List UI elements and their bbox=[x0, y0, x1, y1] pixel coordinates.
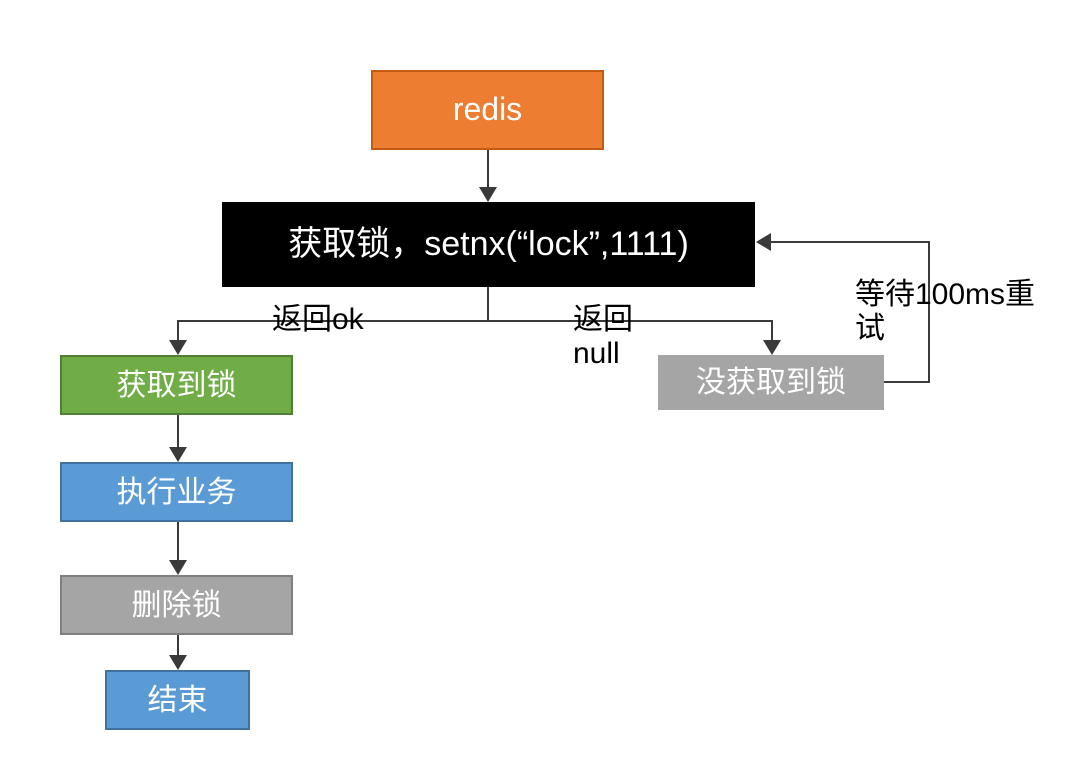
edge-label-retry: 等待100ms重 试 bbox=[855, 278, 1036, 345]
arrowhead-redis-to-acquire bbox=[479, 187, 497, 202]
node-no-lock[interactable]: 没获取到锁 bbox=[658, 355, 884, 410]
arrowhead-delete-to-end bbox=[169, 655, 187, 670]
edge-retry-vertical bbox=[928, 241, 930, 383]
arrowhead-retry-to-acquire bbox=[756, 233, 771, 251]
edge-gotlock-to-business bbox=[177, 415, 179, 448]
edge-to-got-lock bbox=[177, 320, 179, 341]
arrowhead-to-got-lock bbox=[169, 340, 187, 355]
arrowhead-business-to-delete bbox=[169, 560, 187, 575]
arrowhead-to-no-lock bbox=[763, 340, 781, 355]
node-acquire-lock[interactable]: 获取锁，setnx(“lock”,1111) bbox=[222, 202, 755, 287]
node-run-business[interactable]: 执行业务 bbox=[60, 462, 293, 522]
edge-split-left bbox=[177, 320, 488, 322]
node-redis[interactable]: redis bbox=[371, 70, 604, 150]
edge-label-return-null: 返回 null bbox=[573, 303, 633, 370]
edge-split-right bbox=[487, 320, 773, 322]
edge-redis-to-acquire bbox=[487, 150, 489, 188]
node-end[interactable]: 结束 bbox=[105, 670, 250, 730]
edge-delete-to-end bbox=[177, 635, 179, 656]
edge-retry-from-nolock bbox=[884, 381, 930, 383]
edge-to-no-lock bbox=[771, 320, 773, 341]
edge-retry-to-acquire bbox=[770, 241, 930, 243]
arrowhead-gotlock-to-business bbox=[169, 447, 187, 462]
edge-acquire-stem bbox=[487, 287, 489, 321]
node-delete-lock[interactable]: 删除锁 bbox=[60, 575, 293, 635]
edge-label-return-ok: 返回ok bbox=[272, 303, 364, 336]
node-got-lock[interactable]: 获取到锁 bbox=[60, 355, 293, 415]
edge-business-to-delete bbox=[177, 522, 179, 561]
